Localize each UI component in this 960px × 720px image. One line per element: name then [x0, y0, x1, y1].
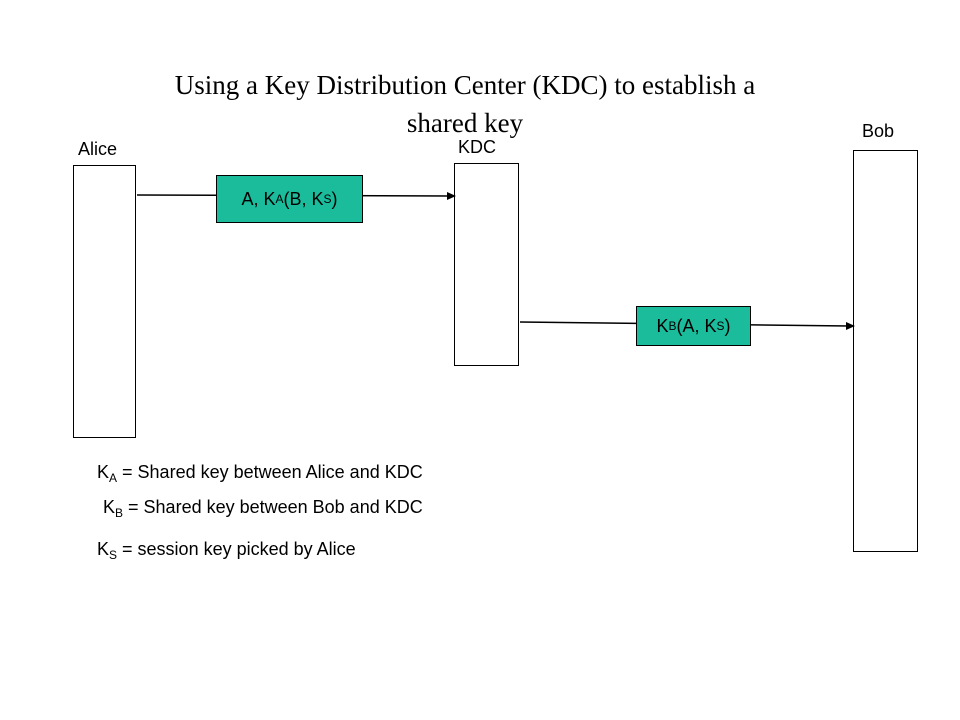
actor-label-alice: Alice [78, 139, 118, 159]
msg1-text-b: (B, K [283, 189, 324, 209]
diagram-title-line-1: Using a Key Distribution Center (KDC) to… [174, 70, 756, 100]
diagram-title: Using a Key Distribution Center (KDC) to… [90, 66, 840, 142]
msg2-text-b: (A, K [676, 316, 717, 336]
legend-ka-text: = Shared key between Alice and KDC [117, 462, 423, 482]
msg2-text-c: ) [724, 316, 731, 336]
legend-kb: KB = Shared key between Bob and KDC [103, 496, 423, 520]
actor-label-bob: Bob [862, 121, 895, 141]
legend-ks-k: K [97, 539, 110, 559]
msg2-text-a: K [656, 316, 669, 336]
actor-label-kdc: KDC [458, 137, 497, 157]
legend-ka: KA = Shared key between Alice and KDC [97, 461, 423, 485]
legend-ks: KS = session key picked by Alice [97, 538, 356, 562]
arrowhead-alice-to-kdc [447, 192, 456, 200]
legend-ka-k: K [97, 462, 110, 482]
diagram-title-line-2: shared key [406, 108, 524, 138]
msg1-text-a: A, K [241, 189, 276, 209]
legend-ks-text: = session key picked by Alice [117, 539, 356, 559]
msg1-text-c: ) [331, 189, 338, 209]
legend-ka-sub: A [109, 471, 118, 485]
legend-kb-sub: B [115, 506, 124, 520]
arrowhead-kdc-to-bob [846, 322, 855, 330]
legend-ks-sub: S [109, 548, 118, 562]
legend-kb-text: = Shared key between Bob and KDC [123, 497, 423, 517]
alice-lifeline [73, 165, 136, 438]
bob-lifeline [853, 150, 918, 552]
kdc-lifeline [454, 163, 519, 366]
legend-kb-k: K [103, 497, 116, 517]
